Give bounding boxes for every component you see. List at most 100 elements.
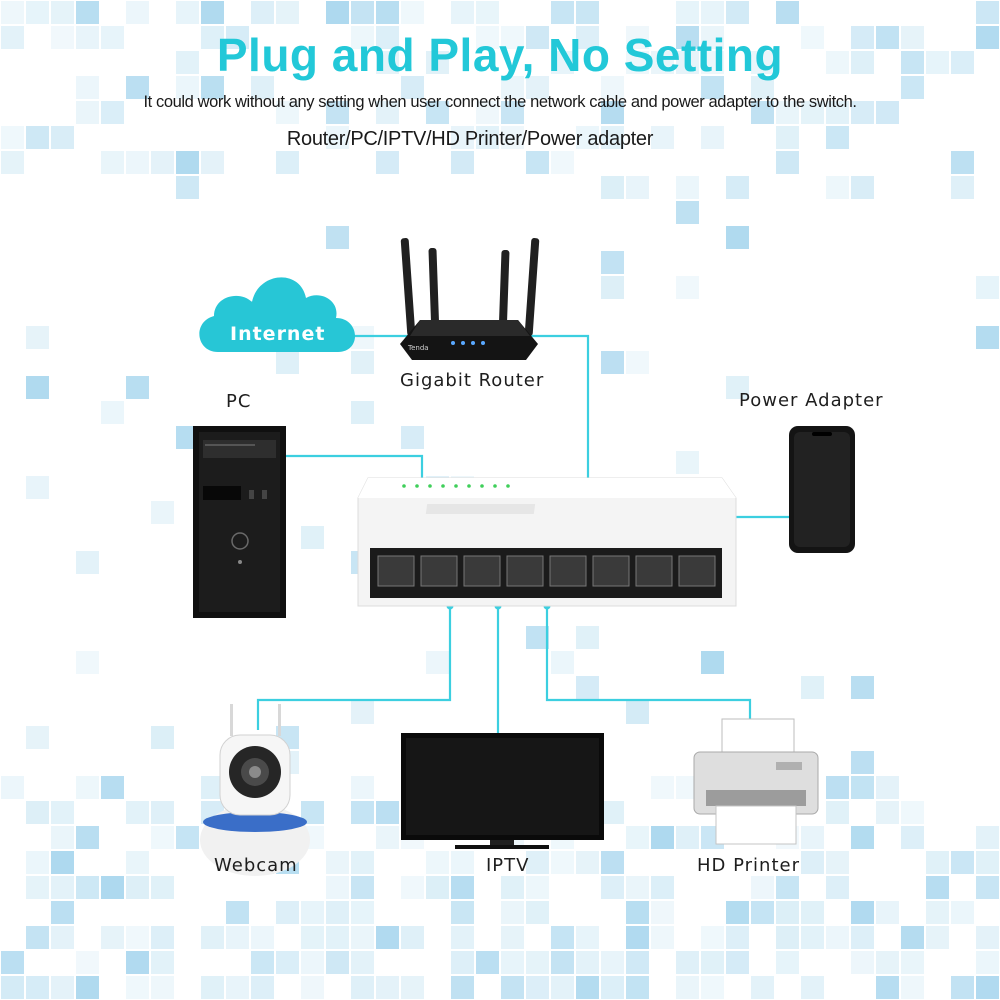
cable-switch-printer [545, 607, 752, 726]
mosaic-tile [126, 1, 149, 24]
mosaic-tile [376, 151, 399, 174]
mosaic-tile [876, 101, 899, 124]
page-subtitle: It could work without any setting when u… [143, 93, 857, 111]
mosaic-tile [851, 676, 874, 699]
mosaic-tile [76, 826, 99, 849]
mosaic-tile [351, 326, 374, 349]
mosaic-tile [601, 951, 624, 974]
devices-list: Router/PC/IPTV/HD Printer/Power adapter [286, 128, 654, 150]
mosaic-tile [826, 776, 849, 799]
mosaic-tile [326, 951, 349, 974]
mosaic-tile [801, 26, 824, 49]
mosaic-tile [876, 976, 899, 999]
switch-port [463, 555, 501, 587]
mosaic-tile [651, 926, 674, 949]
mosaic-tile [776, 926, 799, 949]
mosaic-tile [801, 826, 824, 849]
mosaic-tile [76, 1, 99, 24]
mosaic-tile [801, 676, 824, 699]
mosaic-tile [351, 851, 374, 874]
mosaic-tile [901, 826, 924, 849]
cable-pc-switch [286, 454, 424, 478]
mosaic-tile [501, 76, 524, 99]
mosaic-tile [451, 126, 474, 149]
mosaic-tile [176, 826, 199, 849]
mosaic-tile [551, 976, 574, 999]
mosaic-tile [676, 826, 699, 849]
mosaic-tile [526, 151, 549, 174]
mosaic-tile [726, 1, 749, 24]
printer-icon [693, 718, 819, 845]
mosaic-tile [1, 976, 24, 999]
mosaic-tile [226, 926, 249, 949]
mosaic-tile [26, 726, 49, 749]
mosaic-tile [526, 26, 549, 49]
mosaic-tile [626, 976, 649, 999]
power-adapter-phone-icon [789, 426, 855, 553]
mosaic-tile [251, 976, 274, 999]
mosaic-tile [576, 126, 599, 149]
mosaic-tile [1, 951, 24, 974]
mosaic-tile [76, 951, 99, 974]
mosaic-tile [626, 826, 649, 849]
mosaic-tile [151, 951, 174, 974]
router-brand-logo: Tenda [408, 344, 429, 352]
page-title: Plug and Play, No Setting [216, 29, 784, 81]
mosaic-tile [451, 976, 474, 999]
mosaic-tile [401, 76, 424, 99]
mosaic-tile [476, 1, 499, 24]
mosaic-tile [76, 876, 99, 899]
mosaic-tile [576, 26, 599, 49]
mosaic-tile [101, 776, 124, 799]
mosaic-tile [276, 1, 299, 24]
mosaic-tile [826, 101, 849, 124]
mosaic-tile [576, 976, 599, 999]
mosaic-tile [626, 951, 649, 974]
mosaic-tile [976, 826, 999, 849]
mosaic-tile [951, 901, 974, 924]
mosaic-tile [401, 426, 424, 449]
mosaic-tile [276, 151, 299, 174]
mosaic-tile [751, 901, 774, 924]
mosaic-tile [526, 876, 549, 899]
mosaic-tile [501, 976, 524, 999]
mosaic-tile [676, 26, 699, 49]
mosaic-tile [651, 776, 674, 799]
printer-label: HD Printer [697, 855, 800, 876]
mosaic-tile [976, 276, 999, 299]
mosaic-tile [1, 776, 24, 799]
mosaic-tile [126, 951, 149, 974]
switch-led [506, 484, 510, 488]
mosaic-tile [901, 76, 924, 99]
mosaic-tile [351, 701, 374, 724]
mosaic-tile [326, 926, 349, 949]
switch-led [467, 484, 471, 488]
mosaic-tile [851, 751, 874, 774]
mosaic-tile [751, 101, 774, 124]
switch-led [428, 484, 432, 488]
mosaic-tile [551, 1, 574, 24]
mosaic-tile [101, 101, 124, 124]
mosaic-tile [151, 501, 174, 524]
mosaic-tile [451, 951, 474, 974]
mosaic-tile [776, 901, 799, 924]
mosaic-tile [151, 726, 174, 749]
mosaic-tile [226, 26, 249, 49]
mosaic-tile [301, 526, 324, 549]
mosaic-tile [701, 926, 724, 949]
mosaic-tile [926, 51, 949, 74]
mosaic-tile [601, 251, 624, 274]
mosaic-tile [401, 976, 424, 999]
mosaic-tile [151, 876, 174, 899]
mosaic-tile [251, 76, 274, 99]
mosaic-tile [601, 801, 624, 824]
mosaic-tile [301, 901, 324, 924]
mosaic-tile [101, 26, 124, 49]
mosaic-tile [51, 901, 74, 924]
mosaic-tile [376, 101, 399, 124]
mosaic-tile [601, 126, 624, 149]
mosaic-tile [926, 901, 949, 924]
mosaic-tile [101, 876, 124, 899]
mosaic-tile [576, 851, 599, 874]
mosaic-tile [626, 701, 649, 724]
